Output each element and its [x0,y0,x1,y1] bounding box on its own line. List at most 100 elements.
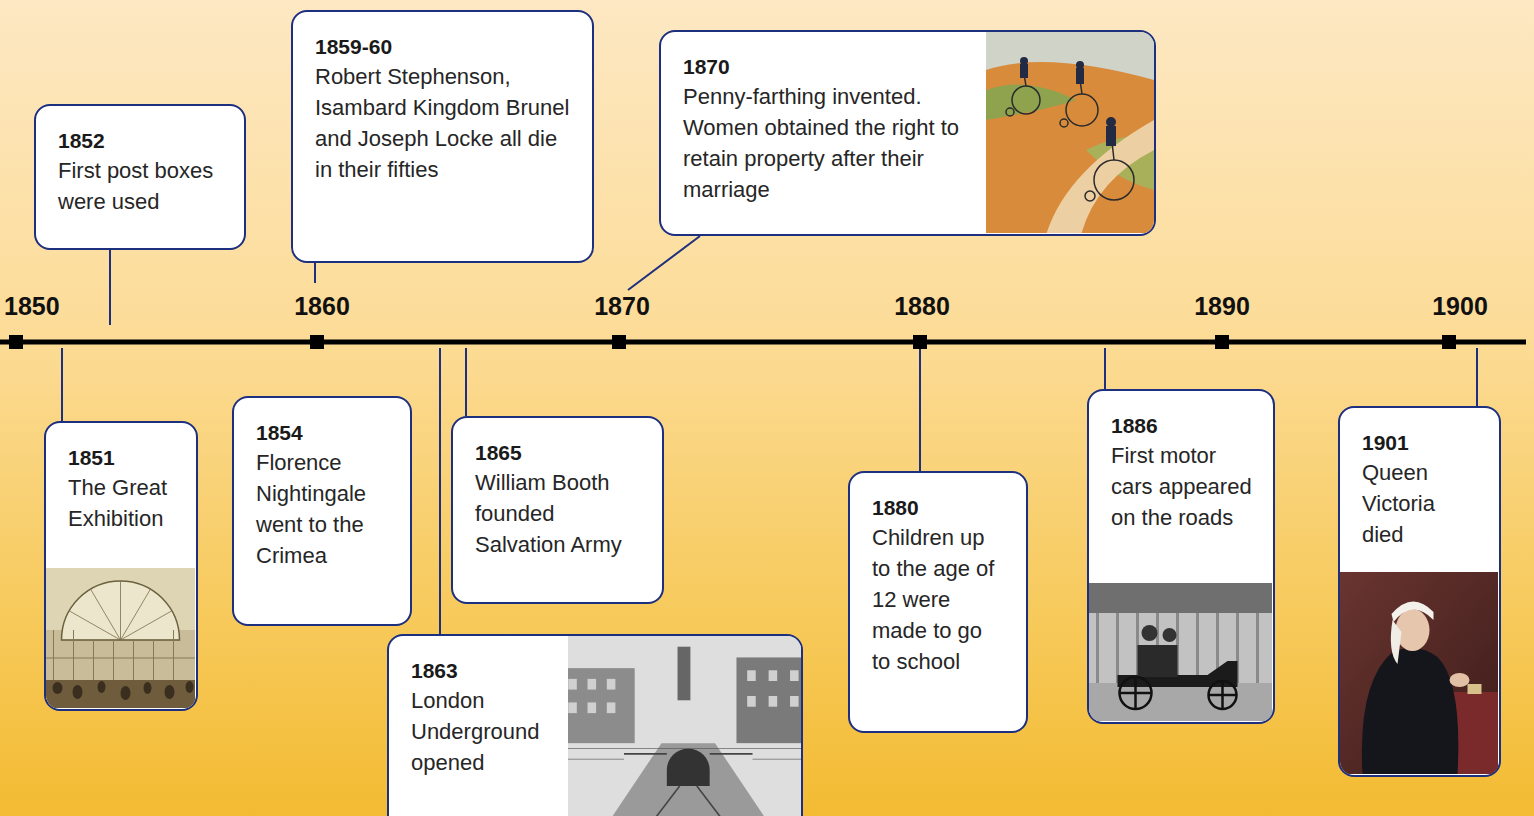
crystal-palace-picture [53,681,194,700]
event-box: 1852First post boxes were used [34,104,246,250]
penny-farthing-picture [1076,61,1084,69]
axis-line [0,340,1526,345]
event-box: 1851The Great Exhibition [44,421,198,711]
crystal-palace-picture [70,611,121,640]
axis-ticks [9,335,1456,349]
crystal-palace-picture [46,568,195,708]
underground-picture [624,753,667,755]
motor-car-picture [1196,613,1199,683]
motor-car-picture [1256,613,1259,683]
motor-car-picture [1138,645,1178,677]
penny-farthing-picture [986,32,1154,233]
crystal-palace-picture [46,630,195,680]
leader-line [61,348,63,422]
penny-farthing-picture [1085,191,1095,201]
event-text: 1870Penny-farthing invented. Women obtai… [661,32,983,221]
underground-picture [769,670,778,681]
event-year: 1863 [411,656,545,685]
crystal-palace-picture [53,682,63,694]
year-label: 1860 [294,291,350,321]
crystal-palace-picture [93,640,94,680]
queen-victoria-portrait [1340,572,1498,774]
event-box: 1901Queen Victoria died [1338,406,1501,777]
penny-farthing-picture [1076,68,1084,84]
underground-picture [603,743,774,816]
crystal-palace-picture [113,640,114,680]
crystal-palace-picture [46,568,195,708]
crystal-palace-picture [165,685,175,699]
motor-car-picture [1120,677,1237,709]
crystal-palace-picture [98,681,106,693]
motor-car-picture [1089,583,1272,613]
crystal-palace-picture [144,682,152,694]
event-description: First motor cars appeared on the roads [1111,440,1253,533]
motor-car-picture [1142,625,1158,641]
underground-picture [588,679,597,690]
event-description: William Booth founded Salvation Army [475,467,642,560]
axis-tick [913,335,927,349]
crystal-palace-picture [91,589,121,640]
penny-farthing-picture [1066,94,1098,126]
event-text: 1886First motor cars appeared on the roa… [1089,391,1273,549]
crystal-palace-picture [53,630,54,680]
axis-tick [1215,335,1229,349]
underground-picture [568,636,801,816]
leader-line [628,236,700,290]
event-text: 1901Queen Victoria died [1340,408,1499,566]
underground-picture [678,647,691,701]
motor-car-picture [1142,625,1177,642]
penny-farthing-picture [1012,86,1040,114]
penny-farthing-picture [1020,57,1116,146]
motor-car-picture [1089,583,1272,721]
leader-line [1476,348,1478,406]
leader-line [314,262,316,283]
underground-picture [736,657,801,743]
penny-farthing-picture [1094,160,1134,200]
crystal-palace-picture [121,589,151,640]
underground-picture [667,749,710,787]
penny-farthing-picture [1060,119,1068,127]
crystal-palace-picture [62,640,121,641]
underground-picture [697,786,731,816]
penny-farthing-picture [1006,74,1134,201]
motor-car-picture [1120,692,1152,695]
underground-picture [568,679,577,690]
penny-farthing-picture [986,62,1154,233]
crystal-palace-picture [73,630,74,680]
underground-picture [568,670,798,713]
event-text: 1851The Great Exhibition [46,423,196,550]
queen-victoria-portrait [1391,620,1402,664]
crystal-palace-picture [62,581,180,640]
event-text: 1863London Underground opened [389,636,565,794]
year-label: 1870 [594,291,650,321]
motor-car-picture [1209,694,1237,697]
crystal-palace-picture [186,681,194,693]
queen-victoria-portrait [1468,684,1482,694]
leader-line [1104,348,1106,389]
leader-line [465,348,467,416]
event-box: 1859-60Robert Stephenson, Isambard Kingd… [291,10,594,263]
event-year: 1880 [872,493,1006,522]
event-description: Queen Victoria died [1362,457,1479,550]
motor-car-picture [1116,613,1119,683]
event-year: 1859-60 [315,32,572,61]
underground-picture [568,668,635,743]
motor-car-picture [1089,583,1272,721]
event-year: 1870 [683,52,963,81]
event-year: 1886 [1111,411,1253,440]
underground-picture [645,786,679,816]
underground-picture [790,696,799,707]
underground-picture [568,748,801,749]
event-description: First post boxes were used [58,155,224,217]
year-label: 1850 [4,291,60,321]
penny-farthing-picture [986,32,1154,233]
penny-farthing-picture [1006,108,1014,116]
year-label: 1880 [894,291,950,321]
underground-picture [568,636,801,816]
underground-picture [769,696,778,707]
crystal-palace-picture [120,581,121,640]
event-text: 1859-60Robert Stephenson, Isambard Kingd… [293,12,592,201]
underground-picture [568,759,624,760]
event-description: Children up to the age of 12 were made t… [872,522,1006,677]
year-label: 1900 [1432,291,1488,321]
